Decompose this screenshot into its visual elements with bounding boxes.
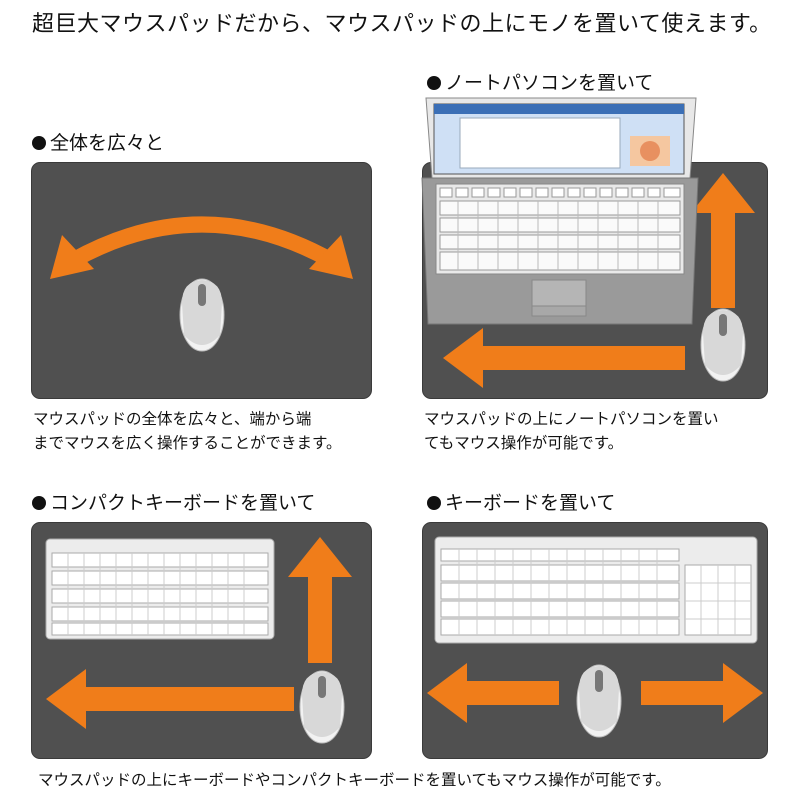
keyboard-icon (434, 536, 758, 644)
arrow-up-icon (288, 537, 352, 663)
mouse-icon (299, 670, 345, 744)
panel-title-keyboard: キーボードを置いて (427, 488, 615, 515)
compact-illustration (45, 537, 352, 744)
mousepad-panel-compact (31, 522, 372, 759)
bullet-icon (32, 136, 46, 150)
bullet-icon (427, 76, 441, 90)
panel-title-text: ノートパソコンを置いて (445, 72, 654, 94)
whole-illustration (50, 216, 353, 352)
arrow-head-left-icon (50, 235, 94, 279)
arrow-left-icon (443, 328, 685, 388)
page-headline: 超巨大マウスパッドだから、マウスパッドの上にモノを置いて使えます。 (32, 12, 772, 37)
mouse-icon (179, 278, 225, 352)
laptop-icon (420, 96, 700, 328)
arrow-left-icon (46, 669, 294, 729)
panel-title-text: 全体を広々と (50, 132, 165, 154)
panel-title-whole: 全体を広々と (32, 128, 164, 155)
keyboard-illustration (427, 536, 763, 738)
laptop-illustration (443, 173, 755, 388)
mouse-icon (576, 664, 622, 738)
bullet-icon (427, 496, 441, 510)
compact-keyboard-icon (45, 538, 275, 640)
panel-title-text: コンパクトキーボードを置いて (50, 492, 316, 514)
arrow-left-icon (427, 663, 559, 723)
bullet-icon (32, 496, 46, 510)
arrow-right-icon (641, 663, 763, 723)
arrow-up-icon (691, 173, 755, 308)
caption-whole: マウスパッドの全体を広々と、端から端 までマウスを広く操作することができます。 (33, 407, 341, 455)
panel-title-laptop: ノートパソコンを置いて (427, 68, 653, 95)
caption-line-2: までマウスを広く操作することができます。 (33, 434, 342, 452)
caption-laptop: マウスパッドの上にノートパソコンを置い てもマウス操作が可能です。 (424, 407, 719, 455)
mousepad-panel-whole (31, 162, 372, 399)
mouse-icon (700, 308, 746, 382)
caption-line-2: てもマウス操作が可能です。 (424, 434, 624, 452)
caption-line-1: マウスパッドの上にノートパソコンを置い (424, 410, 719, 428)
panel-title-text: キーボードを置いて (445, 492, 616, 514)
footer-caption: マウスパッドの上にキーボードやコンパクトキーボードを置いてもマウス操作が可能です… (38, 771, 671, 789)
mousepad-panel-keyboard (422, 522, 768, 759)
caption-line-1: マウスパッドの全体を広々と、端から端 (33, 410, 312, 428)
curved-arrow-icon (68, 216, 336, 268)
arrow-head-right-icon (309, 235, 353, 279)
panel-title-compact: コンパクトキーボードを置いて (32, 488, 315, 515)
